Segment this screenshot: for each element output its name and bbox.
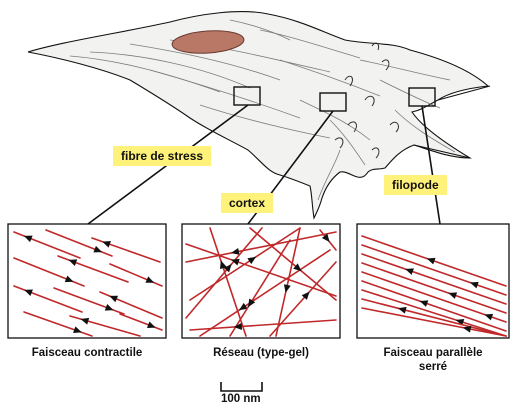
parallel-caption: Faisceau parallèle serré	[357, 346, 509, 374]
stress-fiber-label: fibre de stress	[113, 146, 211, 166]
scale-bar	[221, 382, 262, 391]
scale-bar-label: 100 nm	[221, 393, 261, 405]
parallel-panel	[357, 224, 509, 338]
parallel-caption-line2: serré	[357, 360, 509, 374]
filopodium-leader	[422, 106, 440, 224]
network-caption: Réseau (type-gel)	[182, 346, 340, 360]
filopodium-label: filopode	[384, 175, 447, 195]
parallel-caption-line1: Faisceau parallèle	[357, 346, 509, 360]
contractile-caption: Faisceau contractile	[8, 346, 166, 360]
cortex-label: cortex	[221, 193, 273, 213]
